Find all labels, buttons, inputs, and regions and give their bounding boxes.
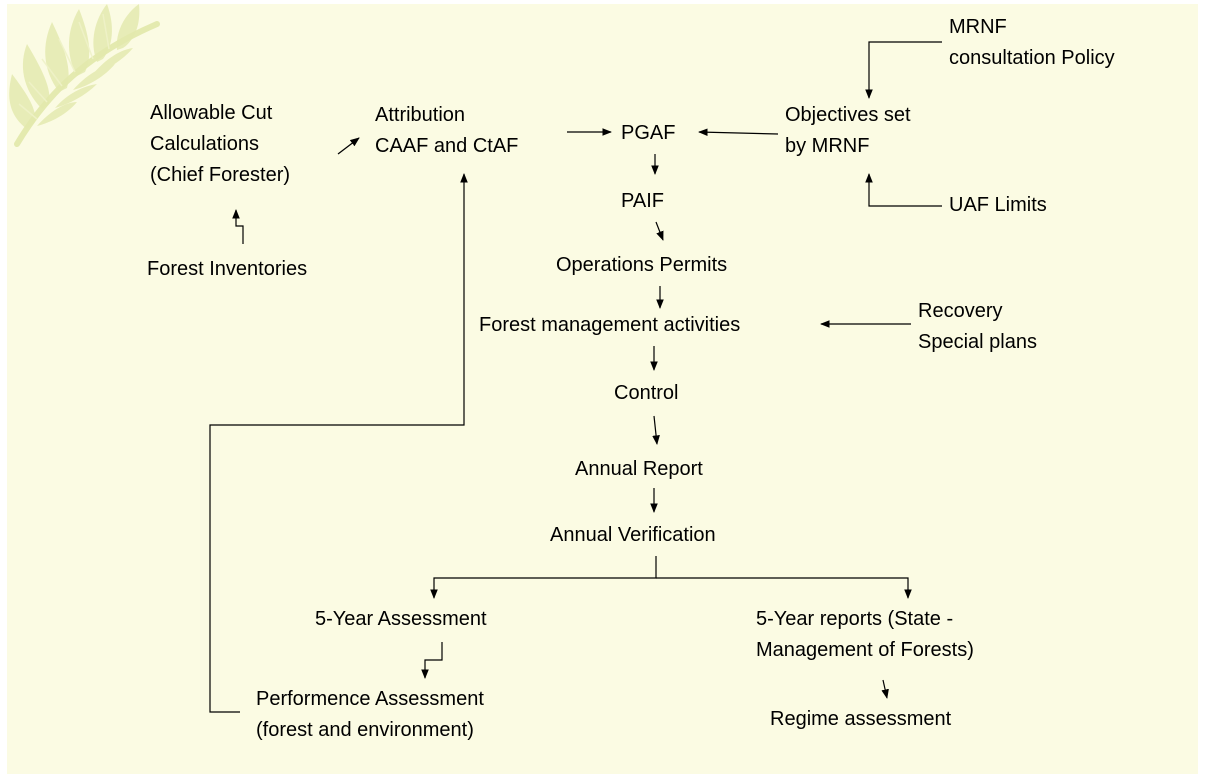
node-pgaf-line-1: PGAF	[621, 122, 676, 144]
node-annual-report-line-1: Annual Report	[575, 458, 703, 480]
node-5-year-reports-line-1: 5-Year reports (State -	[756, 608, 954, 630]
connector-lines	[209, 41, 942, 713]
node-allowable-cut-line-3: (Chief Forester)	[150, 164, 291, 186]
node-mrnf-policy: MRNF consultation Policy	[949, 12, 1115, 74]
node-recovery-line-1: Recovery	[918, 300, 1003, 322]
node-5-year-reports-line-2: Management of Forests)	[756, 639, 974, 661]
node-objectives: Objectives set by MRNF	[785, 100, 911, 162]
node-paif-line-1: PAIF	[621, 190, 664, 212]
node-control: Control	[614, 378, 678, 409]
node-uaf-limits-line-1: UAF Limits	[949, 194, 1047, 216]
node-mrnf-policy-line-1: MRNF	[949, 16, 1007, 38]
edge-5y-reports-to-regime	[881, 679, 889, 699]
node-recovery: Recovery Special plans	[918, 296, 1037, 358]
node-uaf-limits: UAF Limits	[949, 190, 1047, 221]
edge-control-to-report	[652, 415, 660, 445]
node-performance-assessment-line-2: (forest and environment)	[256, 719, 474, 741]
node-attribution-line-2: CAAF and CtAF	[375, 135, 519, 157]
edge-verification-to-5y-assessment	[430, 556, 657, 599]
node-5-year-assessment-line-1: 5-Year Assessment	[315, 608, 487, 630]
node-objectives-line-1: Objectives set	[785, 104, 911, 126]
node-recovery-line-2: Special plans	[918, 331, 1037, 353]
diagram-canvas: Allowable Cut Calculations (Chief Forest…	[7, 4, 1198, 774]
node-control-line-1: Control	[614, 382, 679, 404]
node-performance-assessment-line-1: Performence Assessment	[256, 688, 484, 710]
edge-policy-to-objectives	[865, 41, 942, 99]
node-forest-management-line-1: Forest management activities	[479, 314, 741, 336]
node-forest-inventories: Forest Inventories	[147, 254, 307, 285]
edge-paif-to-permits	[655, 221, 664, 241]
fern-leaf-decoration	[9, 4, 160, 147]
edge-uaf-to-objectives	[865, 173, 942, 207]
node-5-year-reports: 5-Year reports (State - Management of Fo…	[756, 604, 974, 666]
edge-allowable-cut-to-attribution	[337, 137, 360, 155]
edge-5y-assessment-to-performance	[421, 642, 443, 679]
edge-verification-to-5y-reports	[656, 577, 912, 599]
node-regime-assessment-line-1: Regime assessment	[770, 708, 952, 730]
node-mrnf-policy-line-2: consultation Policy	[949, 47, 1115, 69]
node-forest-inventories-line-1: Forest Inventories	[147, 258, 308, 280]
node-allowable-cut: Allowable Cut Calculations (Chief Forest…	[150, 98, 290, 191]
node-objectives-line-2: by MRNF	[785, 135, 870, 157]
node-attribution-line-1: Attribution	[375, 104, 466, 126]
node-operations-permits: Operations Permits	[556, 250, 727, 281]
node-annual-report: Annual Report	[575, 454, 703, 485]
edge-inventories-to-allowable-cut	[232, 209, 244, 244]
node-allowable-cut-line-1: Allowable Cut	[150, 102, 273, 124]
node-allowable-cut-line-2: Calculations	[150, 133, 259, 155]
node-pgaf: PGAF	[621, 118, 675, 149]
node-attribution: Attribution CAAF and CtAF	[375, 100, 518, 162]
edge-objectives-to-pgaf	[698, 128, 779, 137]
node-regime-assessment: Regime assessment	[770, 704, 951, 735]
node-annual-verification: Annual Verification	[550, 520, 716, 551]
node-performance-assessment: Performence Assessment (forest and envir…	[256, 684, 484, 746]
node-operations-permits-line-1: Operations Permits	[556, 254, 728, 276]
edge-performance-to-attribution	[209, 173, 468, 713]
node-annual-verification-line-1: Annual Verification	[550, 524, 716, 546]
node-forest-management: Forest management activities	[479, 310, 740, 341]
node-5-year-assessment: 5-Year Assessment	[315, 604, 487, 635]
node-paif: PAIF	[621, 186, 664, 217]
